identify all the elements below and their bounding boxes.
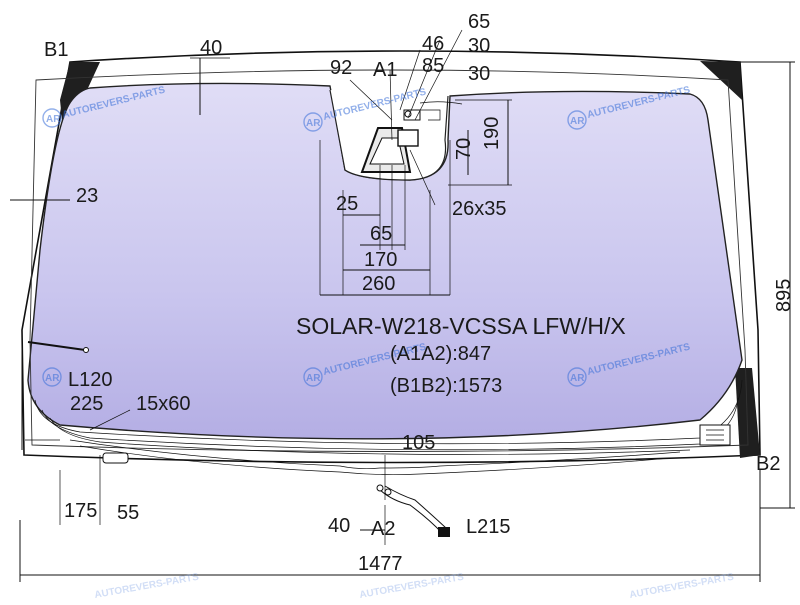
point-b1: B1 <box>44 39 68 61</box>
dim-l215: L215 <box>466 516 511 538</box>
dim-190: 190 <box>481 117 503 150</box>
dim-1477: 1477 <box>358 553 403 575</box>
frit-bottom-right <box>735 368 760 458</box>
watermark-logo: AR <box>45 373 60 384</box>
dimension-lines <box>10 29 795 582</box>
frit-top-right <box>700 61 742 100</box>
dim-92: 92 <box>330 57 352 79</box>
model-b1b2: (B1B2):1573 <box>390 375 502 397</box>
watermark-text: AUTOREVERS-PARTS <box>94 572 200 600</box>
sensor-notch <box>329 89 463 181</box>
dim-40-bottom: 40 <box>328 515 350 537</box>
dim-55: 55 <box>117 502 139 524</box>
point-a2: A2 <box>371 518 395 540</box>
dim-26x35: 26x35 <box>452 198 507 220</box>
watermark-logo: AR <box>306 118 321 129</box>
dim-46: 46 <box>422 33 444 55</box>
watermark-mid-left: AR <box>42 367 62 387</box>
dim-30-a: 30 <box>468 35 490 57</box>
dim-23: 23 <box>76 185 98 207</box>
model-a1a2: (A1A2):847 <box>390 343 491 365</box>
watermark-text: AUTOREVERS-PARTS <box>629 572 735 600</box>
watermark-logo: AR <box>46 114 61 125</box>
point-a1: A1 <box>373 59 397 81</box>
model-code: SOLAR-W218-VCSSA LFW/H/X <box>296 313 626 339</box>
dim-260: 260 <box>362 273 395 295</box>
dim-40-top: 40 <box>200 37 222 59</box>
heater-connector <box>27 341 450 537</box>
dim-65-mid: 65 <box>370 223 392 245</box>
dim-895: 895 <box>773 279 795 312</box>
dim-70: 70 <box>453 138 475 160</box>
watermark-text: AUTOREVERS-PARTS <box>359 572 465 600</box>
dim-65-top: 65 <box>468 11 490 33</box>
dim-l120: L120 <box>68 369 113 391</box>
dim-25: 25 <box>336 193 358 215</box>
dim-105: 105 <box>402 432 435 454</box>
watermark-logo: AR <box>570 373 585 384</box>
watermark-logo: AR <box>570 116 585 127</box>
dim-30-b: 30 <box>468 63 490 85</box>
point-b2: B2 <box>756 453 780 475</box>
glass-inner-border <box>29 69 749 452</box>
watermark-logo: AR <box>306 373 321 384</box>
watermark-bottom-strip: AUTOREVERS-PARTS AUTOREVERS-PARTS AUTORE… <box>94 572 735 601</box>
wiper-heating-grid <box>34 379 743 476</box>
dim-175: 175 <box>64 500 97 522</box>
dim-225: 225 <box>70 393 103 415</box>
dim-85: 85 <box>422 55 444 77</box>
dim-170: 170 <box>364 249 397 271</box>
dim-15x60: 15x60 <box>136 393 191 415</box>
